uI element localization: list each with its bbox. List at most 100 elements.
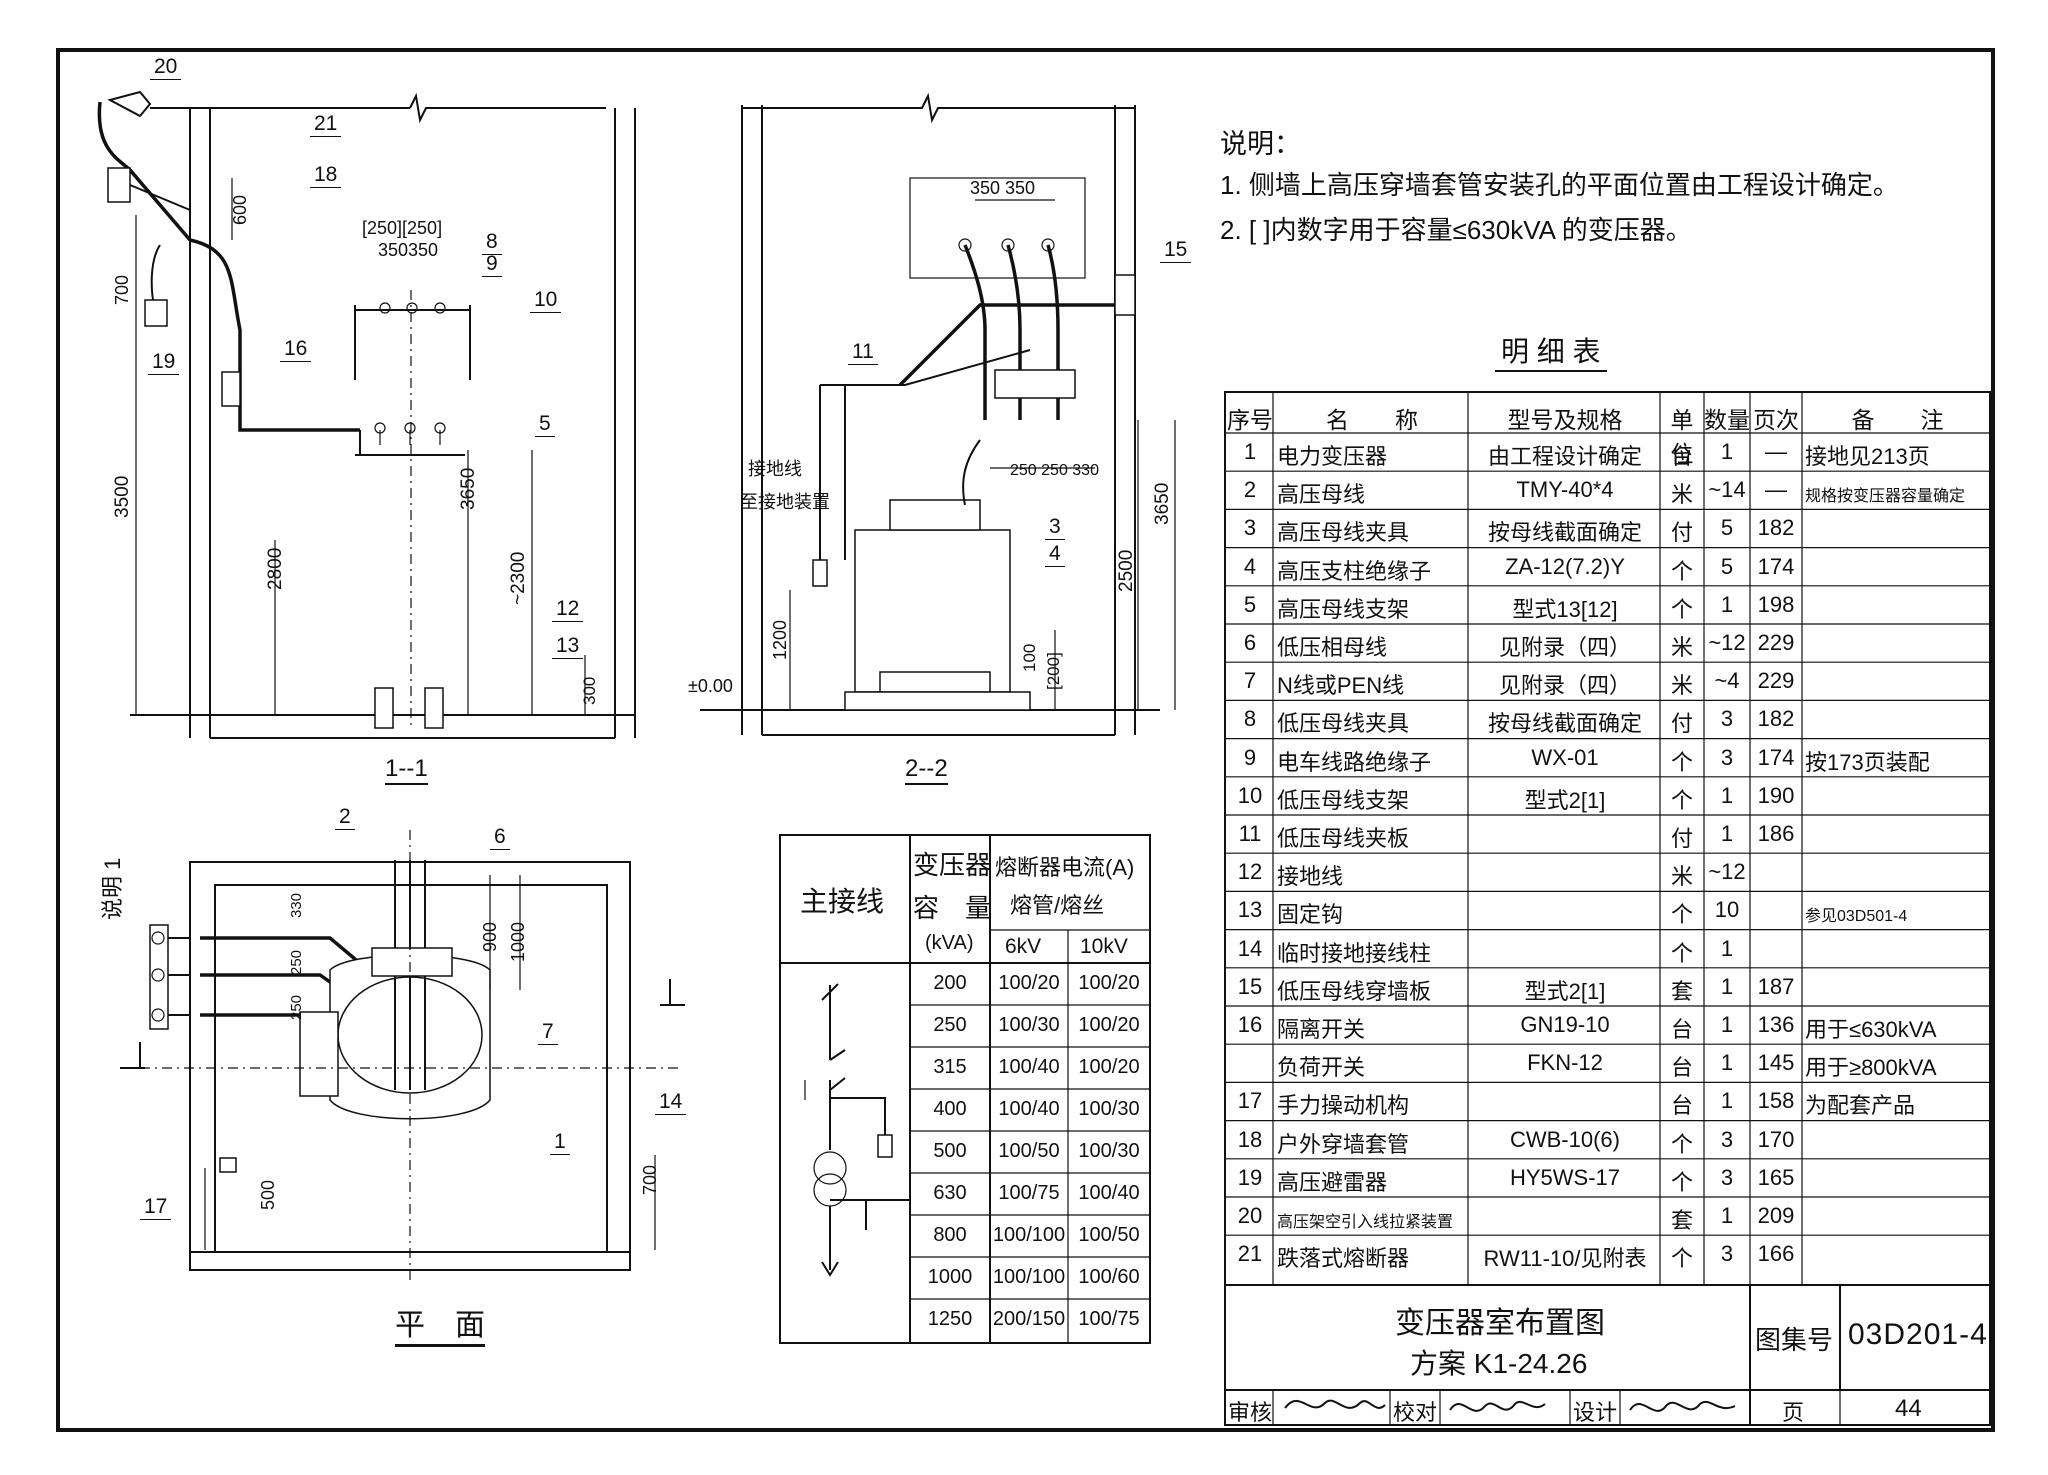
bom-cell: 套 (1670, 978, 1693, 1004)
bom-cell: 166 (1757, 1241, 1795, 1267)
bom-cell: 174 (1757, 553, 1795, 579)
page-label: 页 (1782, 1400, 1805, 1425)
single-line-schematic (804, 983, 910, 1277)
note-item-1: 1. 侧墙上高压穿墙套管安装孔的平面位置由工程设计确定。 (1220, 170, 1899, 200)
fuse-cell: 100/50 (1078, 1224, 1140, 1246)
bom-cell: 19 (1237, 1164, 1263, 1190)
bom-cell: 付 (1670, 711, 1693, 737)
callout-17: 17 (140, 1195, 172, 1220)
bom-cell: GN19-10 (1520, 1012, 1610, 1037)
dim-2800: 2800 (265, 547, 286, 590)
fuse-col-cap3: (kVA) (925, 932, 974, 954)
bom-cell: 低压相母线 (1277, 635, 1388, 660)
bom-cell: 8 (1243, 706, 1257, 732)
fuse-col-fuse1: 熔断器电流(A) (995, 855, 1135, 880)
fuse-cell: 100/100 (992, 1266, 1066, 1288)
bom-cell: ~12 (1708, 859, 1746, 885)
fuse-cell: 100/20 (1078, 972, 1140, 994)
fuse-cell: 100/40 (1078, 1182, 1140, 1204)
bom-cell: 3 (1720, 706, 1734, 732)
plan-note-caption: 说明 1 (100, 857, 125, 920)
bom-cell: 隔离开关 (1277, 1017, 1366, 1042)
fuse-cell: 100/75 (998, 1182, 1060, 1204)
dim-250-bracket: [250][250] (362, 218, 443, 238)
fuse-col-fuse2: 熔管/熔丝 (1010, 893, 1105, 918)
bom-cell: 电力变压器 (1277, 444, 1388, 469)
fuse-cell: 100/30 (1078, 1098, 1140, 1120)
bom-cell: 高压支柱绝缘子 (1277, 558, 1432, 584)
fuse-table-grid (779, 834, 1151, 1344)
fuse-cell: 100/20 (998, 972, 1060, 994)
fuse-cell: 315 (933, 1056, 967, 1078)
callout-6: 6 (490, 825, 510, 850)
callout-8: 8 (482, 230, 502, 255)
fuse-cell: 100/20 (1078, 1014, 1140, 1036)
bom-cell: 台 (1670, 1017, 1693, 1042)
fuse-cell: 500 (933, 1140, 967, 1162)
bom-cell: 18 (1237, 1126, 1263, 1152)
bom-header-spec: 型号及规格 (1507, 407, 1623, 433)
bom-cell: N线或PEN线 (1277, 673, 1405, 699)
bom-header-page: 页次 (1753, 407, 1799, 433)
fuse-cell: 400 (933, 1098, 967, 1120)
section-2-2-view (700, 92, 1176, 736)
bom-cell: 接地线 (1277, 864, 1344, 890)
bom-cell: 由工程设计确定 (1487, 444, 1642, 469)
notes-heading: 说明： (1220, 129, 1301, 159)
fuse-cell: 1000 (927, 1266, 973, 1288)
section-1-1-view (97, 90, 636, 739)
bom-cell: 165 (1757, 1164, 1795, 1190)
bom-cell: HY5WS-17 (1509, 1164, 1621, 1190)
bom-table-grid (1224, 391, 1991, 1286)
bom-cell: ~12 (1708, 630, 1746, 655)
dim-100: 100 (1020, 643, 1039, 672)
bom-cell: WX-01 (1531, 744, 1599, 770)
bom-cell: 14 (1237, 935, 1263, 961)
bom-cell: 按173页装配 (1805, 749, 1930, 775)
bom-cell: 1 (1720, 1088, 1734, 1114)
bom-cell: 1 (1720, 1012, 1734, 1037)
dim-250-250-330: 250 250 330 (1010, 462, 1099, 479)
bom-cell: 1 (1720, 591, 1734, 617)
bom-header-qty: 数量 (1704, 407, 1750, 433)
dim-350-pair: 350350 (378, 240, 439, 260)
bom-cell: 米 (1670, 864, 1693, 890)
bom-cell: ZA-12(7.2)Y (1505, 553, 1625, 579)
bom-cell: 21 (1237, 1241, 1263, 1267)
callout-21: 21 (310, 112, 342, 137)
bom-cell: 20 (1237, 1203, 1263, 1228)
bom-cell: 6 (1243, 630, 1257, 655)
bom-cell: — (1765, 477, 1787, 503)
bom-cell: 套 (1670, 1208, 1693, 1233)
dim-900: 900 (480, 921, 500, 952)
bom-cell: 209 (1757, 1203, 1795, 1228)
bom-cell: 高压架空引入线拉紧装置 (1277, 1214, 1454, 1231)
section-2-2-caption: 2--2 (905, 755, 948, 785)
fuse-cell: 800 (933, 1224, 967, 1246)
bom-cell: 1 (1720, 935, 1734, 961)
callout-13: 13 (552, 634, 584, 659)
fuse-cell: 630 (933, 1182, 967, 1204)
page-number: 44 (1895, 1395, 1922, 1422)
signature-marks (1284, 1399, 1736, 1412)
bom-cell: 1 (1243, 439, 1257, 464)
bom-cell: 4 (1243, 553, 1257, 579)
dim-3650-b: 3650 (1152, 482, 1173, 525)
title-block-subtitle: 方案 K1-24.26 (1410, 1348, 1588, 1379)
bom-cell: 固定钩 (1277, 902, 1344, 928)
dim-2500: 2500 (1116, 549, 1137, 592)
bom-cell: 198 (1757, 591, 1795, 617)
callout-4: 4 (1045, 542, 1065, 567)
fuse-cell: 1250 (927, 1308, 973, 1330)
bom-cell: ~4 (1714, 668, 1740, 694)
ground-label: 接地线 (748, 459, 802, 479)
bom-cell: 户外穿墙套管 (1277, 1131, 1410, 1157)
atlas-label: 图集号 (1755, 1325, 1834, 1355)
bom-cell: 见附录（四） (1498, 673, 1631, 699)
bom-cell: 台 (1670, 1093, 1693, 1119)
dim-250-vert-2: 250 (288, 994, 305, 1020)
bom-cell: 229 (1757, 630, 1795, 655)
fuse-cell: 100/30 (1078, 1140, 1140, 1162)
bom-cell: 个 (1670, 749, 1693, 775)
